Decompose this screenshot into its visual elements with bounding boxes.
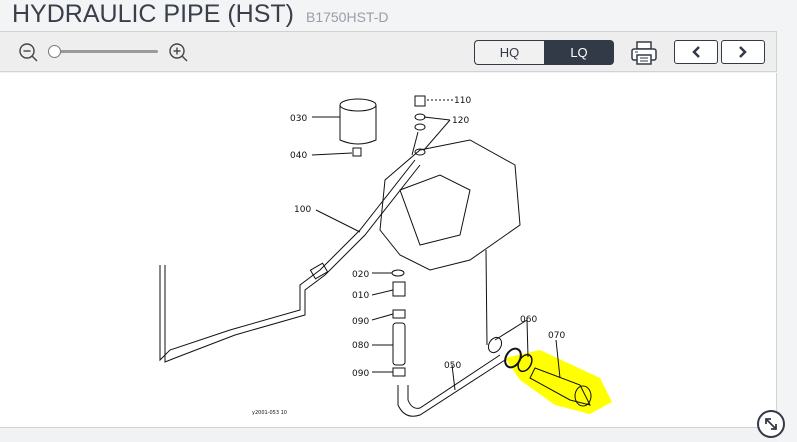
label-110[interactable]: 110	[454, 96, 471, 106]
lq-button[interactable]: LQ	[544, 40, 614, 65]
slider-thumb[interactable]	[48, 45, 61, 58]
expand-icon	[765, 418, 777, 430]
chevron-right-icon	[739, 46, 747, 58]
printer-icon[interactable]	[630, 40, 658, 66]
label-080[interactable]: 080	[352, 341, 369, 351]
parts-diagram: 030 040 110 120 100 020 010 090 080 090 …	[159, 95, 612, 417]
model-code: B1750HST-D	[305, 9, 389, 25]
expand-button[interactable]	[757, 410, 785, 438]
pipe-050	[397, 359, 506, 417]
toolbar: HQ LQ	[0, 32, 777, 72]
zoom-in-icon[interactable]	[168, 42, 190, 64]
prev-button[interactable]	[674, 40, 718, 64]
label-100[interactable]: 100	[294, 205, 311, 215]
title-bar: HYDRAULIC PIPE (HST) B1750HST-D	[0, 0, 797, 32]
filter-030	[339, 98, 377, 157]
diagram-code: y2001-053 10	[252, 410, 287, 416]
strainer-070	[529, 367, 591, 406]
label-120[interactable]: 120	[452, 116, 469, 126]
label-060[interactable]: 060	[520, 315, 537, 325]
diagram-canvas[interactable]: 030 040 110 120 100 020 010 090 080 090 …	[0, 73, 777, 428]
zoom-slider[interactable]	[48, 45, 160, 59]
hq-button[interactable]: HQ	[474, 40, 544, 65]
right-strip	[777, 0, 797, 442]
label-090-upper[interactable]: 090	[352, 317, 369, 327]
slider-track	[54, 50, 158, 53]
label-010[interactable]: 010	[352, 291, 369, 301]
label-070[interactable]: 070	[548, 331, 565, 341]
label-030[interactable]: 030	[290, 114, 307, 124]
label-050[interactable]: 050	[444, 361, 461, 371]
label-020[interactable]: 020	[352, 270, 369, 280]
label-090-lower[interactable]: 090	[352, 369, 369, 379]
next-button[interactable]	[721, 40, 765, 64]
pipe-100	[159, 159, 416, 362]
hst-body	[379, 139, 521, 271]
zoom-out-icon[interactable]	[18, 42, 40, 64]
chevron-left-icon	[692, 46, 700, 58]
page-title: HYDRAULIC PIPE (HST)	[12, 0, 294, 28]
highlight-070	[505, 350, 612, 414]
label-040[interactable]: 040	[290, 151, 307, 161]
